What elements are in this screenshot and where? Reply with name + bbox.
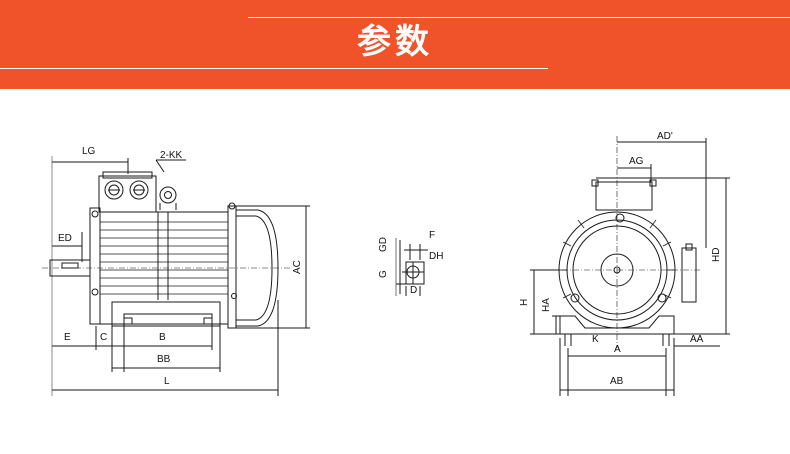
shaft-cross-section	[405, 261, 425, 285]
motor-dimension-drawing: LG 2-KK ED AC E C B BB L GD F DH G D AD'…	[42, 131, 730, 396]
label-ed: ED	[58, 233, 72, 244]
label-h: H	[519, 299, 530, 306]
page-title: 参数	[357, 22, 433, 62]
label-ac: AC	[292, 260, 303, 274]
label-g: G	[378, 270, 389, 278]
label-2kk: 2-KK	[160, 150, 183, 161]
cooling-fins	[100, 221, 228, 295]
label-k: K	[592, 334, 599, 345]
side-view	[42, 156, 310, 396]
label-d: D	[410, 285, 417, 296]
label-lg: LG	[82, 146, 96, 157]
label-gd: GD	[378, 237, 389, 252]
motor-feet	[559, 315, 675, 335]
label-b: B	[159, 332, 166, 343]
label-aa: AA	[690, 334, 704, 345]
label-c: C	[100, 332, 107, 343]
cable-gland-right	[129, 180, 149, 200]
label-a: A	[614, 344, 621, 355]
dimension-labels: LG 2-KK ED AC E C B BB L GD F DH G D AD'…	[58, 131, 722, 387]
label-ha: HA	[541, 298, 552, 312]
label-ad: AD'	[657, 131, 673, 142]
header-banner: 参数	[0, 0, 790, 89]
terminal-box-end	[595, 181, 653, 211]
label-f: F	[429, 230, 435, 241]
label-ag: AG	[629, 156, 644, 167]
side-junction-box	[681, 247, 697, 303]
label-dh: DH	[429, 251, 443, 262]
cable-gland-left	[104, 180, 124, 200]
banner-line-bottom	[0, 68, 548, 69]
label-bb: BB	[157, 354, 171, 365]
label-l: L	[164, 376, 170, 387]
label-ab: AB	[610, 376, 624, 387]
label-e: E	[64, 332, 71, 343]
shaft-detail	[395, 238, 428, 296]
end-view	[530, 136, 730, 396]
label-hd: HD	[711, 248, 722, 262]
banner-line-top	[248, 17, 790, 18]
lifting-eye	[159, 186, 177, 204]
